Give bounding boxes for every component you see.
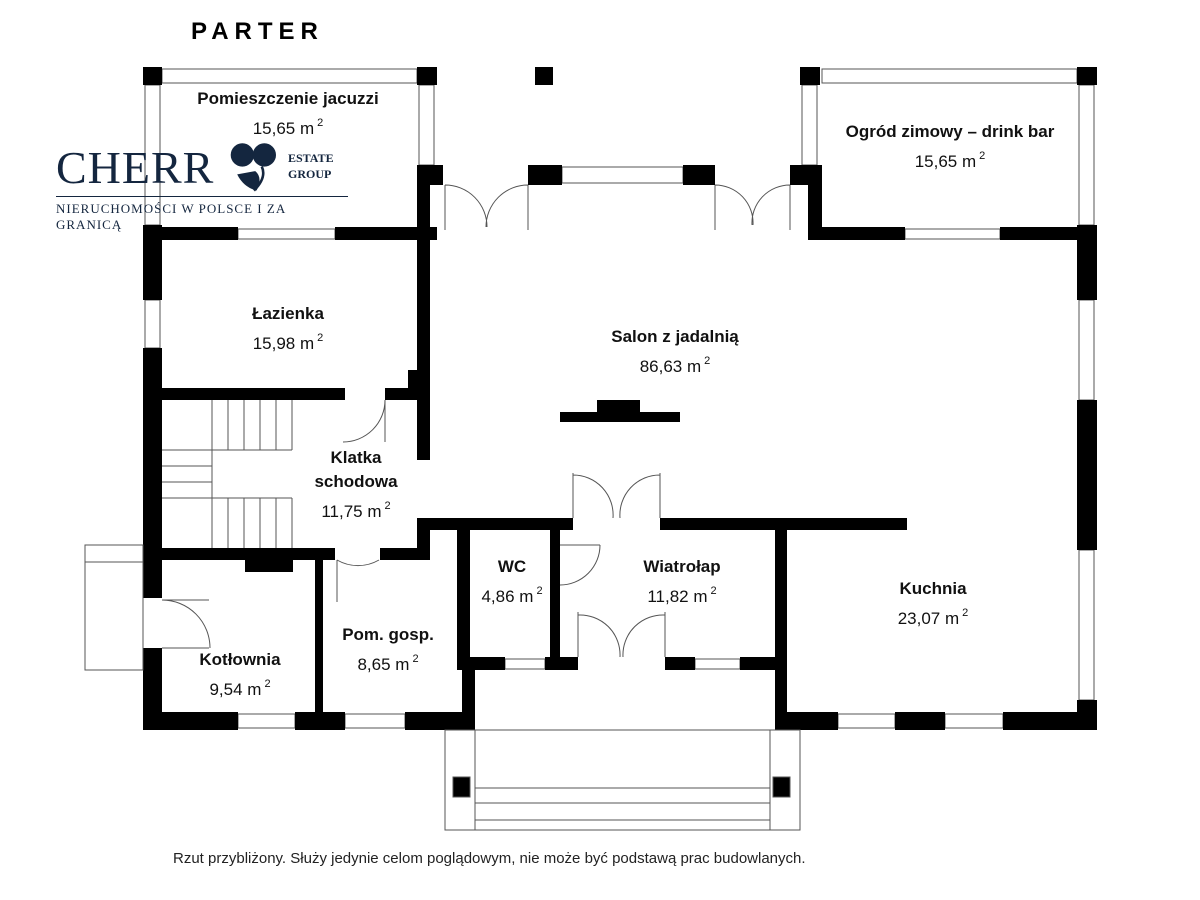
doors bbox=[161, 184, 791, 658]
logo-name: CHERR bbox=[56, 142, 215, 193]
logo-tagline: NIERUCHOMOŚCI W POLSCE I ZA GRANICĄ bbox=[56, 196, 348, 233]
floor-title: PARTER bbox=[191, 18, 324, 45]
windows bbox=[144, 68, 1095, 729]
stairs bbox=[162, 400, 293, 548]
disclaimer-note: Rzut przybliżony. Służy jedynie celom po… bbox=[173, 850, 806, 867]
cherry-icon bbox=[230, 143, 276, 192]
porch bbox=[84, 544, 801, 831]
fireplace bbox=[560, 400, 680, 422]
walls bbox=[143, 67, 1097, 730]
